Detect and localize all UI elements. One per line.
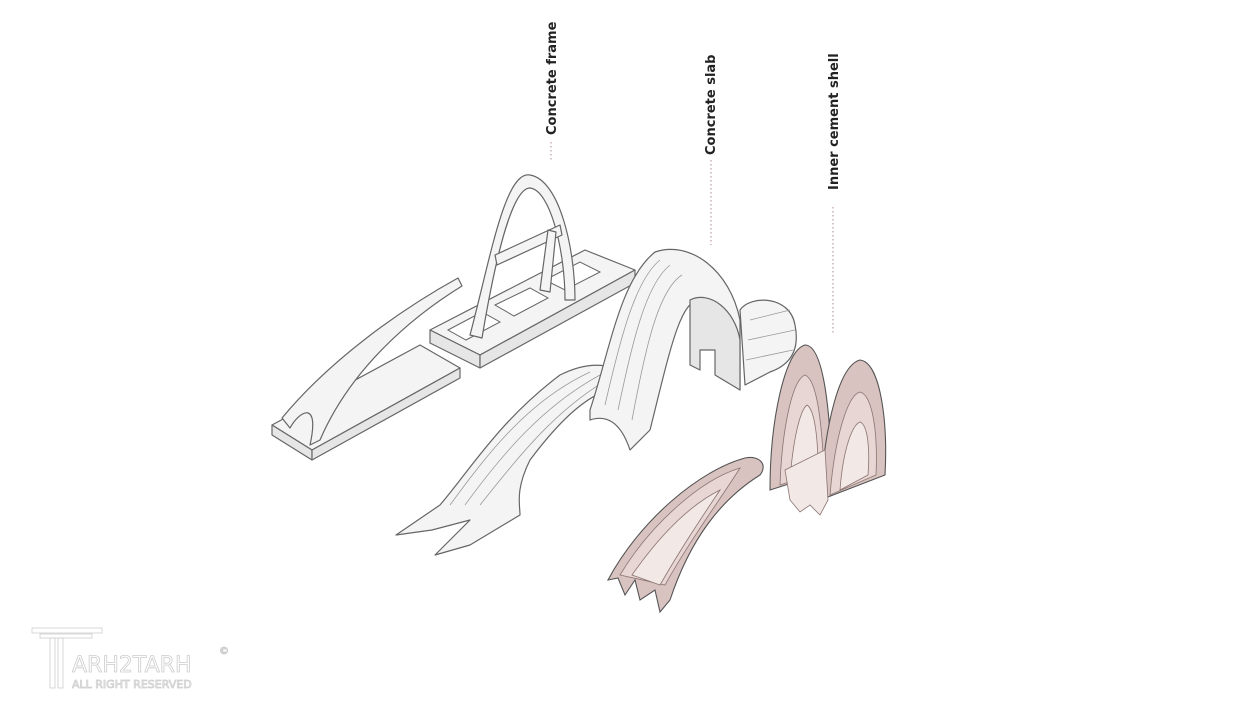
shell-twin-domes (769, 344, 887, 516)
watermark-brand: ARH2TARH (72, 653, 192, 678)
frame-arch-grid (429, 174, 636, 369)
slab-arch (589, 248, 741, 451)
slab-rear-vault (739, 299, 797, 386)
label-concrete-slab: Concrete slab (704, 55, 719, 156)
frame-left-base (271, 277, 463, 461)
watermark-logo: ARH2TARH ALL RIGHT RESERVED © (31, 627, 229, 691)
label-concrete-frame: Concrete frame (545, 21, 560, 135)
shell-left-piece (606, 456, 764, 614)
watermark-copyright: © (219, 646, 229, 657)
label-inner-cement-shell: Inner cement shell (827, 53, 842, 190)
watermark-tagline: ALL RIGHT RESERVED (72, 678, 192, 691)
